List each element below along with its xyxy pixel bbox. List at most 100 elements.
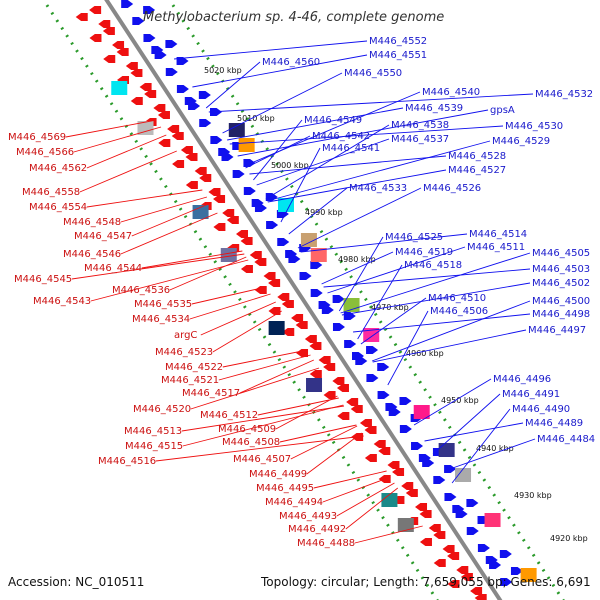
feature-block (413, 405, 430, 419)
forward-gene-arrow (198, 91, 211, 99)
scale-tick-label: 4960 kbp (406, 349, 444, 358)
reverse-connector (354, 525, 423, 544)
forward-gene-label: M446_4538 (391, 120, 449, 131)
forward-gene-arrow (266, 221, 279, 229)
reverse-connector (79, 150, 177, 193)
reverse-gene-arrow (89, 6, 102, 14)
forward-gene-label: M446_4540 (422, 87, 480, 98)
reverse-connector (181, 405, 345, 432)
forward-gene-label: M446_4503 (532, 264, 590, 275)
reverse-gene-arrow (167, 125, 180, 133)
reverse-gene-arrow (268, 279, 281, 287)
forward-gene-arrow (199, 119, 212, 127)
forward-gene-arrow (154, 51, 167, 59)
forward-connector (280, 147, 321, 223)
reverse-gene-arrow (171, 132, 184, 140)
reverse-gene-label: M446_4522 (165, 362, 223, 373)
reverse-gene-label: M446_4554 (29, 202, 87, 213)
forward-gene-label: M446_4527 (448, 165, 506, 176)
reverse-gene-arrow (226, 216, 239, 224)
forward-gene-label: M446_4532 (535, 89, 593, 100)
forward-connector (323, 268, 531, 288)
forward-gene-arrow (254, 204, 267, 212)
forward-gene-arrow (332, 295, 345, 303)
reverse-gene-arrow (157, 111, 170, 119)
scale-tick-label: 5020 kbp (204, 66, 242, 75)
forward-connector (327, 246, 466, 294)
forward-connector (256, 138, 390, 186)
reverse-gene-arrow (337, 412, 350, 420)
forward-gene-arrow (310, 261, 323, 269)
reverse-gene-label: M446_4494 (265, 497, 323, 508)
forward-gene-arrow (165, 68, 178, 76)
reverse-gene-arrow (281, 300, 294, 308)
feature-block (300, 233, 317, 247)
forward-gene-arrow (489, 561, 502, 569)
forward-gene-label: M446_4550 (344, 68, 402, 79)
forward-gene-label: M446_4514 (469, 229, 527, 240)
reverse-gene-arrow (359, 419, 372, 427)
feature-block (228, 123, 245, 137)
forward-connector (424, 422, 524, 442)
reverse-connector (275, 395, 338, 430)
reverse-gene-arrow (130, 69, 143, 77)
reverse-gene-arrow (199, 174, 212, 182)
forward-gene-arrow (366, 374, 379, 382)
accession-text: Accession: NC_010511 (8, 575, 145, 589)
reverse-gene-arrow (447, 552, 460, 560)
reverse-gene-arrow (415, 503, 428, 511)
scale-tick-label: 5000 kbp (271, 161, 309, 170)
reverse-connector (290, 425, 358, 460)
reverse-connector (313, 470, 387, 489)
reverse-connector (120, 196, 208, 223)
reverse-gene-label: M446_4544 (84, 263, 142, 274)
topology-summary: Topology: circular; Length: 7,659,055 bp… (261, 575, 591, 589)
reverse-gene-arrow (268, 307, 281, 315)
forward-gene-arrow (444, 493, 457, 501)
forward-gene-arrow (366, 346, 379, 354)
reverse-gene-arrow (378, 447, 391, 455)
forward-gene-label: M446_4539 (405, 103, 463, 114)
forward-gene-arrow (388, 408, 401, 416)
reverse-gene-arrow (185, 181, 198, 189)
reverse-gene-arrow (346, 398, 359, 406)
reverse-gene-arrow (89, 34, 102, 42)
forward-gene-arrow (176, 85, 189, 93)
reverse-gene-arrow (249, 251, 262, 259)
forward-gene-label: M446_4518 (404, 260, 462, 271)
forward-gene-arrow (299, 272, 312, 280)
feature-block (520, 568, 537, 582)
forward-gene-label: M446_4552 (369, 36, 427, 47)
tick-rail (167, 0, 565, 600)
reverse-gene-arrow (304, 335, 317, 343)
reverse-gene-arrow (364, 426, 377, 434)
reverse-gene-arrow (98, 20, 111, 28)
reverse-connector (90, 259, 249, 302)
forward-gene-label: gpsA (490, 105, 515, 116)
reverse-gene-label: M446_4493 (279, 511, 337, 522)
forward-gene-arrow (466, 499, 479, 507)
forward-connector (341, 282, 531, 316)
reverse-gene-arrow (240, 265, 253, 273)
reverse-gene-arrow (185, 153, 198, 161)
feature-block (277, 198, 294, 212)
forward-gene-label: M446_4484 (537, 434, 595, 445)
feature-block (306, 378, 323, 392)
reverse-gene-label: M446_4517 (182, 388, 240, 399)
forward-connector (360, 297, 427, 345)
reverse-gene-arrow (158, 139, 171, 147)
forward-gene-label: M446_4533 (349, 183, 407, 194)
reverse-connector (131, 202, 212, 237)
forward-connector (372, 329, 527, 363)
reverse-gene-arrow (291, 314, 304, 322)
forward-gene-arrow (243, 187, 256, 195)
forward-connector (353, 313, 531, 333)
reverse-gene-label: M446_4543 (33, 296, 91, 307)
forward-gene-arrow (121, 0, 134, 8)
forward-gene-arrow (399, 425, 412, 433)
forward-connector (321, 251, 394, 285)
forward-gene-arrow (411, 442, 424, 450)
scale-tick-label: 4930 kbp (514, 491, 552, 500)
reverse-gene-arrow (309, 370, 322, 378)
